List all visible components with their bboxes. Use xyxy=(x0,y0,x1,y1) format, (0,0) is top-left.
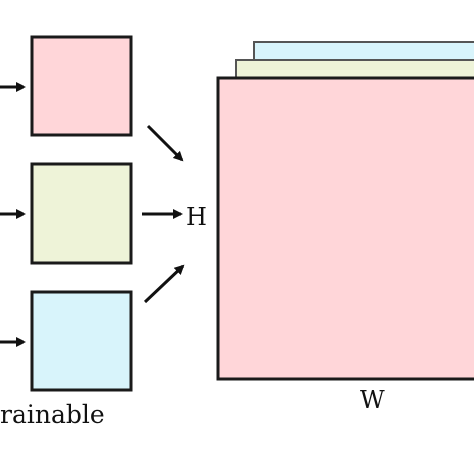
trainable-label: rainable xyxy=(0,400,105,429)
pink-square xyxy=(30,35,133,137)
stack-layer-pink xyxy=(216,76,474,381)
height-label: H xyxy=(186,203,207,231)
green-square xyxy=(30,162,133,265)
blue-square xyxy=(30,290,133,392)
width-label: W xyxy=(360,386,385,414)
arrow-pink-to-h xyxy=(146,124,184,162)
arrow-blue-to-h xyxy=(143,264,185,304)
